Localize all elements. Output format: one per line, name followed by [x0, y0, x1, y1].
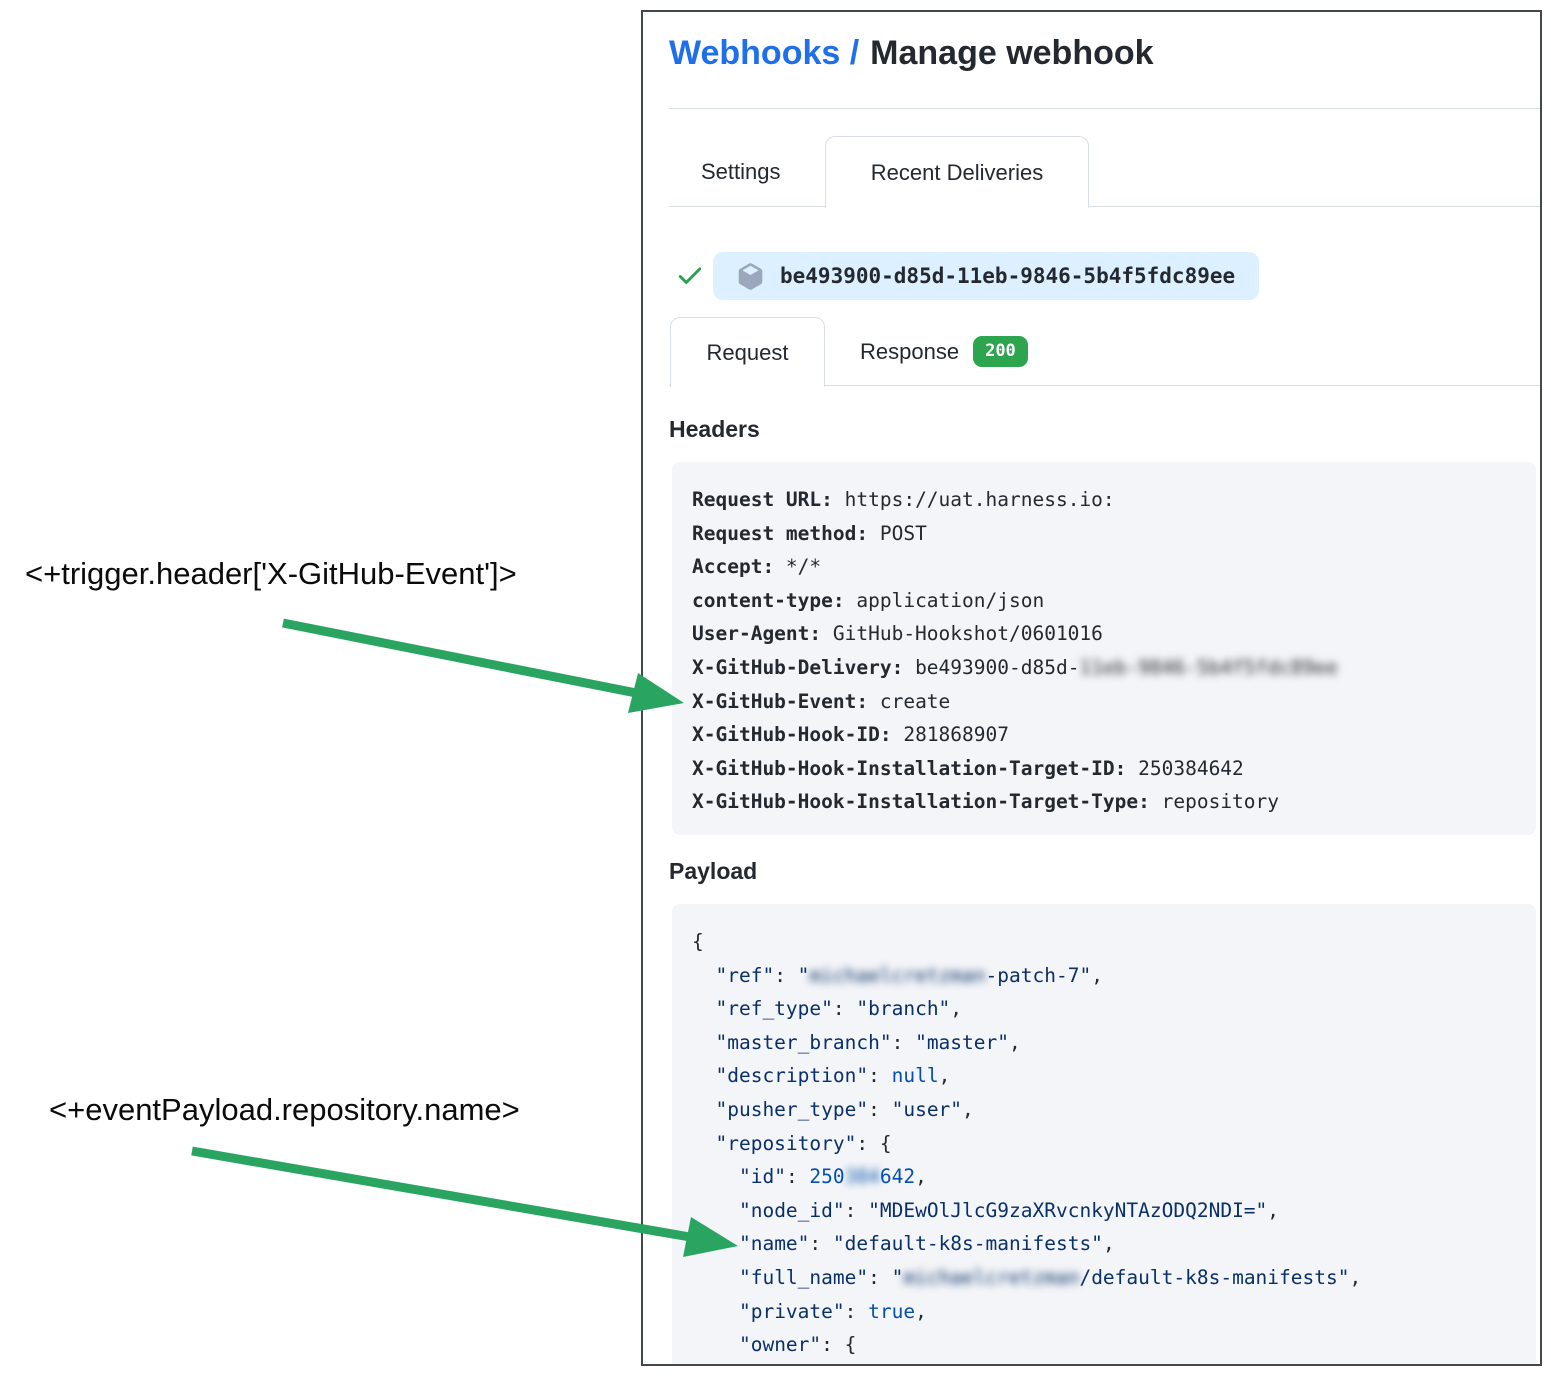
tab-request[interactable]: Request [670, 317, 825, 387]
tab-settings[interactable]: Settings [701, 159, 781, 184]
code-line: "master_branch": "master", [715, 1030, 1021, 1054]
code-line: User-Agent: GitHub-Hookshot/0601016 [692, 622, 1103, 646]
package-icon [738, 262, 763, 290]
code-line: Request method: POST [692, 521, 927, 545]
tab-response[interactable]: Response 200 [856, 317, 1032, 386]
tab-response-label: Response [860, 338, 960, 364]
code-line: "full_name": "michaelcretzman/default-k8… [738, 1265, 1362, 1289]
code-line: "owner": { [738, 1333, 857, 1357]
manage-webhook-panel: Webhooks / Manage webhook Settings Recent… [641, 10, 1542, 1366]
code-line: "name": "default-k8s-manifests", [738, 1232, 1115, 1256]
check-icon [678, 267, 702, 284]
code-line: X-GitHub-Event: create [692, 689, 951, 713]
code-line: Request URL: https://uat.harness.io: [692, 488, 1115, 511]
page-title: Webhooks / Manage webhook [669, 34, 1154, 73]
payload-code-block: { "ref": "michaelcretzman-patch-7", "ref… [672, 904, 1536, 1364]
code-line: "private": true, [738, 1299, 927, 1323]
headers-section-title: Headers [669, 416, 760, 442]
code-line: "ref": "michaelcretzman-patch-7", [715, 963, 1103, 987]
headers-code-block: Request URL: https://uat.harness.io: Requ… [672, 462, 1536, 835]
code-line: "pusher_type": "user", [715, 1097, 974, 1121]
arrow-to-x-github-event [282, 618, 684, 713]
title-divider [669, 108, 1540, 109]
code-line: X-GitHub-Hook-ID: 281868907 [692, 723, 1009, 747]
code-line: "ref_type": "branch", [715, 997, 963, 1021]
code-line: { [692, 930, 704, 953]
delivery-item[interactable]: be493900-d85d-11eb-9846-5b4f5fdc89ee [713, 252, 1260, 300]
annotation-trigger-header-expression: <+trigger.header['X-GitHub-Event']> [25, 556, 517, 591]
delivery-guid: be493900-d85d-11eb-9846-5b4f5fdc89ee [780, 264, 1236, 288]
code-line: "description": null, [715, 1064, 951, 1088]
subtabs-divider [669, 385, 1540, 386]
payload-section-title: Payload [669, 858, 758, 884]
code-line: X-GitHub-Delivery: be493900-d85d-11eb-98… [692, 655, 1338, 679]
breadcrumb-webhooks-link[interactable]: Webhooks / [669, 34, 860, 72]
code-line: Accept: */* [692, 555, 822, 579]
code-line: "node_id": "MDEwOlJlcG9zaXRvcnkyNTAzODQ2… [738, 1198, 1280, 1222]
code-line: "id": 250384642, [738, 1165, 927, 1189]
code-line: content-type: application/json [692, 588, 1045, 612]
tabs-divider [669, 206, 1540, 207]
tab-recent-deliveries[interactable]: Recent Deliveries [825, 136, 1089, 208]
code-line: "repository": { [715, 1131, 892, 1155]
annotation-event-payload-expression: <+eventPayload.repository.name> [49, 1092, 520, 1127]
page-title-current: Manage webhook [870, 34, 1154, 72]
code-line: X-GitHub-Hook-Installation-Target-ID: 25… [692, 756, 1244, 780]
code-line: X-GitHub-Hook-Installation-Target-Type: … [692, 790, 1280, 814]
response-status-badge: 200 [973, 336, 1028, 367]
